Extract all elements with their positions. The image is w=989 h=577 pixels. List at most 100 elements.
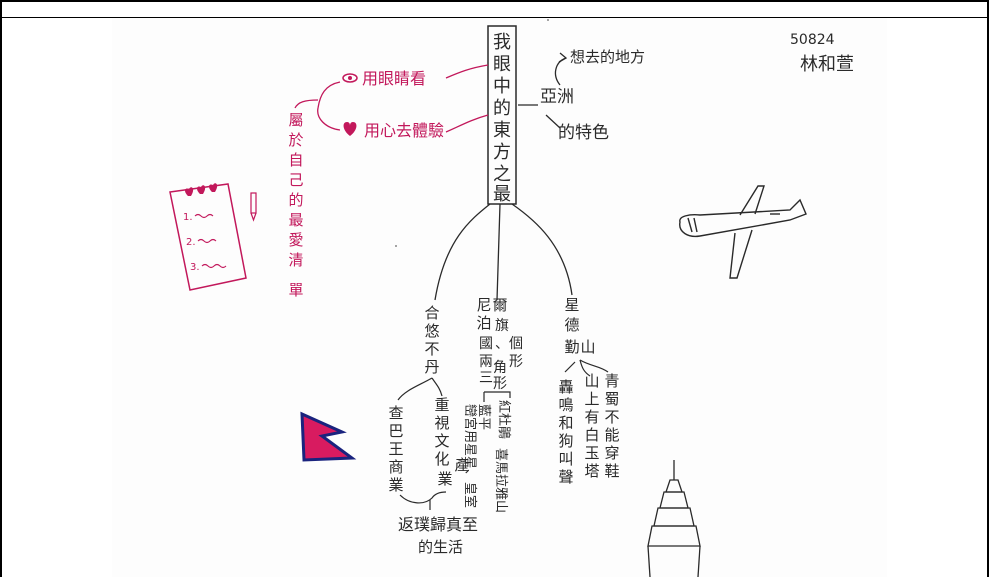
b1-s1-1: 重 [434,396,449,414]
b2-c2-2: 旗 [495,318,509,334]
title-char-1: 我 [493,32,511,53]
checklist-item-3: 3. [190,262,200,273]
curved-arrow-icon [554,57,567,86]
b3-s2-6: 塔 [584,462,599,480]
list-char-5: 的 [288,191,303,209]
b1-title-1: 合 [424,304,439,322]
student-name: 林和萱 [800,54,854,75]
b3-s1-1: 青 [604,372,619,390]
b1-bottom-1: 返璞歸真至 [398,515,478,534]
right-branch-destination: 想去的地方 [570,48,645,66]
b3-c1-2: 德 [564,316,579,334]
b3-s3-2: 鳴 [558,396,573,414]
right-branch-feature: 的特色 [558,123,609,143]
b2-sub-3: 喜馬拉雅山 [493,448,508,513]
b1-s1-4: 化 [434,450,449,468]
eye-icon [342,73,358,83]
title-char-3: 中 [493,76,511,97]
b3-s3-3: 和 [558,414,573,432]
b1-title-2: 悠 [424,322,439,340]
b1-s1-6: 業 [437,470,452,488]
b1-title-4: 丹 [424,358,439,376]
b3-c1-4: 山 [580,338,595,356]
b2-c3-2: 三 [479,370,493,386]
b1-s2-1: 查 [388,404,403,422]
b1-title-3: 不 [424,340,439,358]
checklist-item-2: 2. [186,237,196,248]
b3-s3-5: 叫 [558,450,573,468]
list-char-8: 清 [288,251,303,269]
checklist-with-hearts-icon: 1. 2. 3. [169,183,247,291]
title-char-7: 之 [493,164,511,185]
right-branch: 亞洲 的特色 想去的地方 [518,48,645,143]
b2-c3-4: 形 [493,376,507,392]
list-char-9: 單 [288,281,303,299]
top-border-inner [0,17,989,18]
b2-c1-2: 泊 [476,314,491,332]
student-id: 50824 [790,32,835,48]
b3-s3-4: 狗 [558,432,573,450]
b3-s2-1: 山 [584,372,599,390]
b1-s1-5: 產 [454,456,469,474]
heart-icon [343,122,357,136]
b2-c2-4: 個 [509,336,523,352]
tower-icon [647,460,701,577]
branch-bhutan: 合 悠 不 丹 重 視 文 化 產 業 查 巴 王 商 業 返璞歸真至 的生活 [388,304,478,556]
list-char-4: 己 [288,171,303,189]
paper-speck [395,245,397,247]
left-branch: 用眼睛看 用心去體驗 屬 於 自 己 的 最 愛 清 單 [288,64,489,299]
list-char-6: 最 [288,211,303,229]
b3-s1-6: 鞋 [604,462,619,480]
title-char-4: 的 [493,98,511,119]
b1-s2-2: 巴 [388,422,403,440]
paper-speck [547,19,549,21]
b2-sub-1: 紅杜鵑 [496,400,511,439]
top-border [0,0,989,2]
airplane-icon [679,185,807,279]
list-char-2: 於 [288,131,303,149]
b1-s1-3: 文 [434,432,449,450]
b3-s2-5: 玉 [584,444,599,462]
center-title-box: 我 眼 中 的 東 方 之 最 [487,25,517,205]
b3-s2-4: 白 [584,426,599,444]
b3-s2-3: 有 [584,408,599,426]
branch-lines [434,203,573,301]
b1-bottom-2: 的生活 [418,538,463,556]
b2-c3-3: 角 [493,360,507,376]
b3-s2-2: 上 [584,390,599,408]
b2-c1-3: 爾 [492,296,507,314]
b1-s2-3: 王 [388,440,403,458]
branch-sikkim: 星 德 勤 山 青 蜀 不 能 穿 鞋 山 上 有 白 玉 塔 轟 鳴 和 狗 … [558,296,619,486]
checklist-item-1: 1. [183,212,193,223]
b3-c1-1: 星 [564,296,579,314]
b3-s3-6: 聲 [558,468,573,486]
title-char-6: 方 [493,142,511,163]
list-char-1: 屬 [288,111,303,129]
list-char-7: 愛 [288,231,303,249]
branch-nepal: 尼 泊 爾 國 旗 、 個 形 兩 三 角 形 紅杜鵑 藍平 喜馬拉雅山 巒宮用… [462,296,523,513]
pencil-icon [250,192,257,222]
b1-s2-4: 商 [388,458,403,476]
b3-s1-3: 不 [604,408,619,426]
title-char-2: 眼 [493,54,511,75]
paper-sheet [112,18,887,577]
title-char-5: 東 [493,120,511,141]
list-char-3: 自 [288,151,303,169]
nepal-flag-icon [300,411,357,462]
b3-c1-3: 勤 [564,338,579,356]
b3-s1-2: 蜀 [604,390,619,408]
b3-s3-1: 轟 [558,378,573,396]
title-char-8: 最 [493,184,511,205]
heart-label: 用心去體驗 [364,121,444,140]
b2-c1-1: 尼 [476,296,491,314]
eyes-label: 用眼睛看 [362,69,426,88]
b2-c3-1: 兩 [479,354,493,370]
b2-c2-5: 形 [509,354,523,370]
b3-s1-4: 能 [604,426,619,444]
b2-c2-3: 、 [495,336,509,352]
b3-s1-5: 穿 [604,444,619,462]
b1-s2-5: 業 [388,476,403,494]
b1-s1-2: 視 [434,414,449,432]
b2-sub-4: 巒宮用星星、皇室 [462,404,478,508]
